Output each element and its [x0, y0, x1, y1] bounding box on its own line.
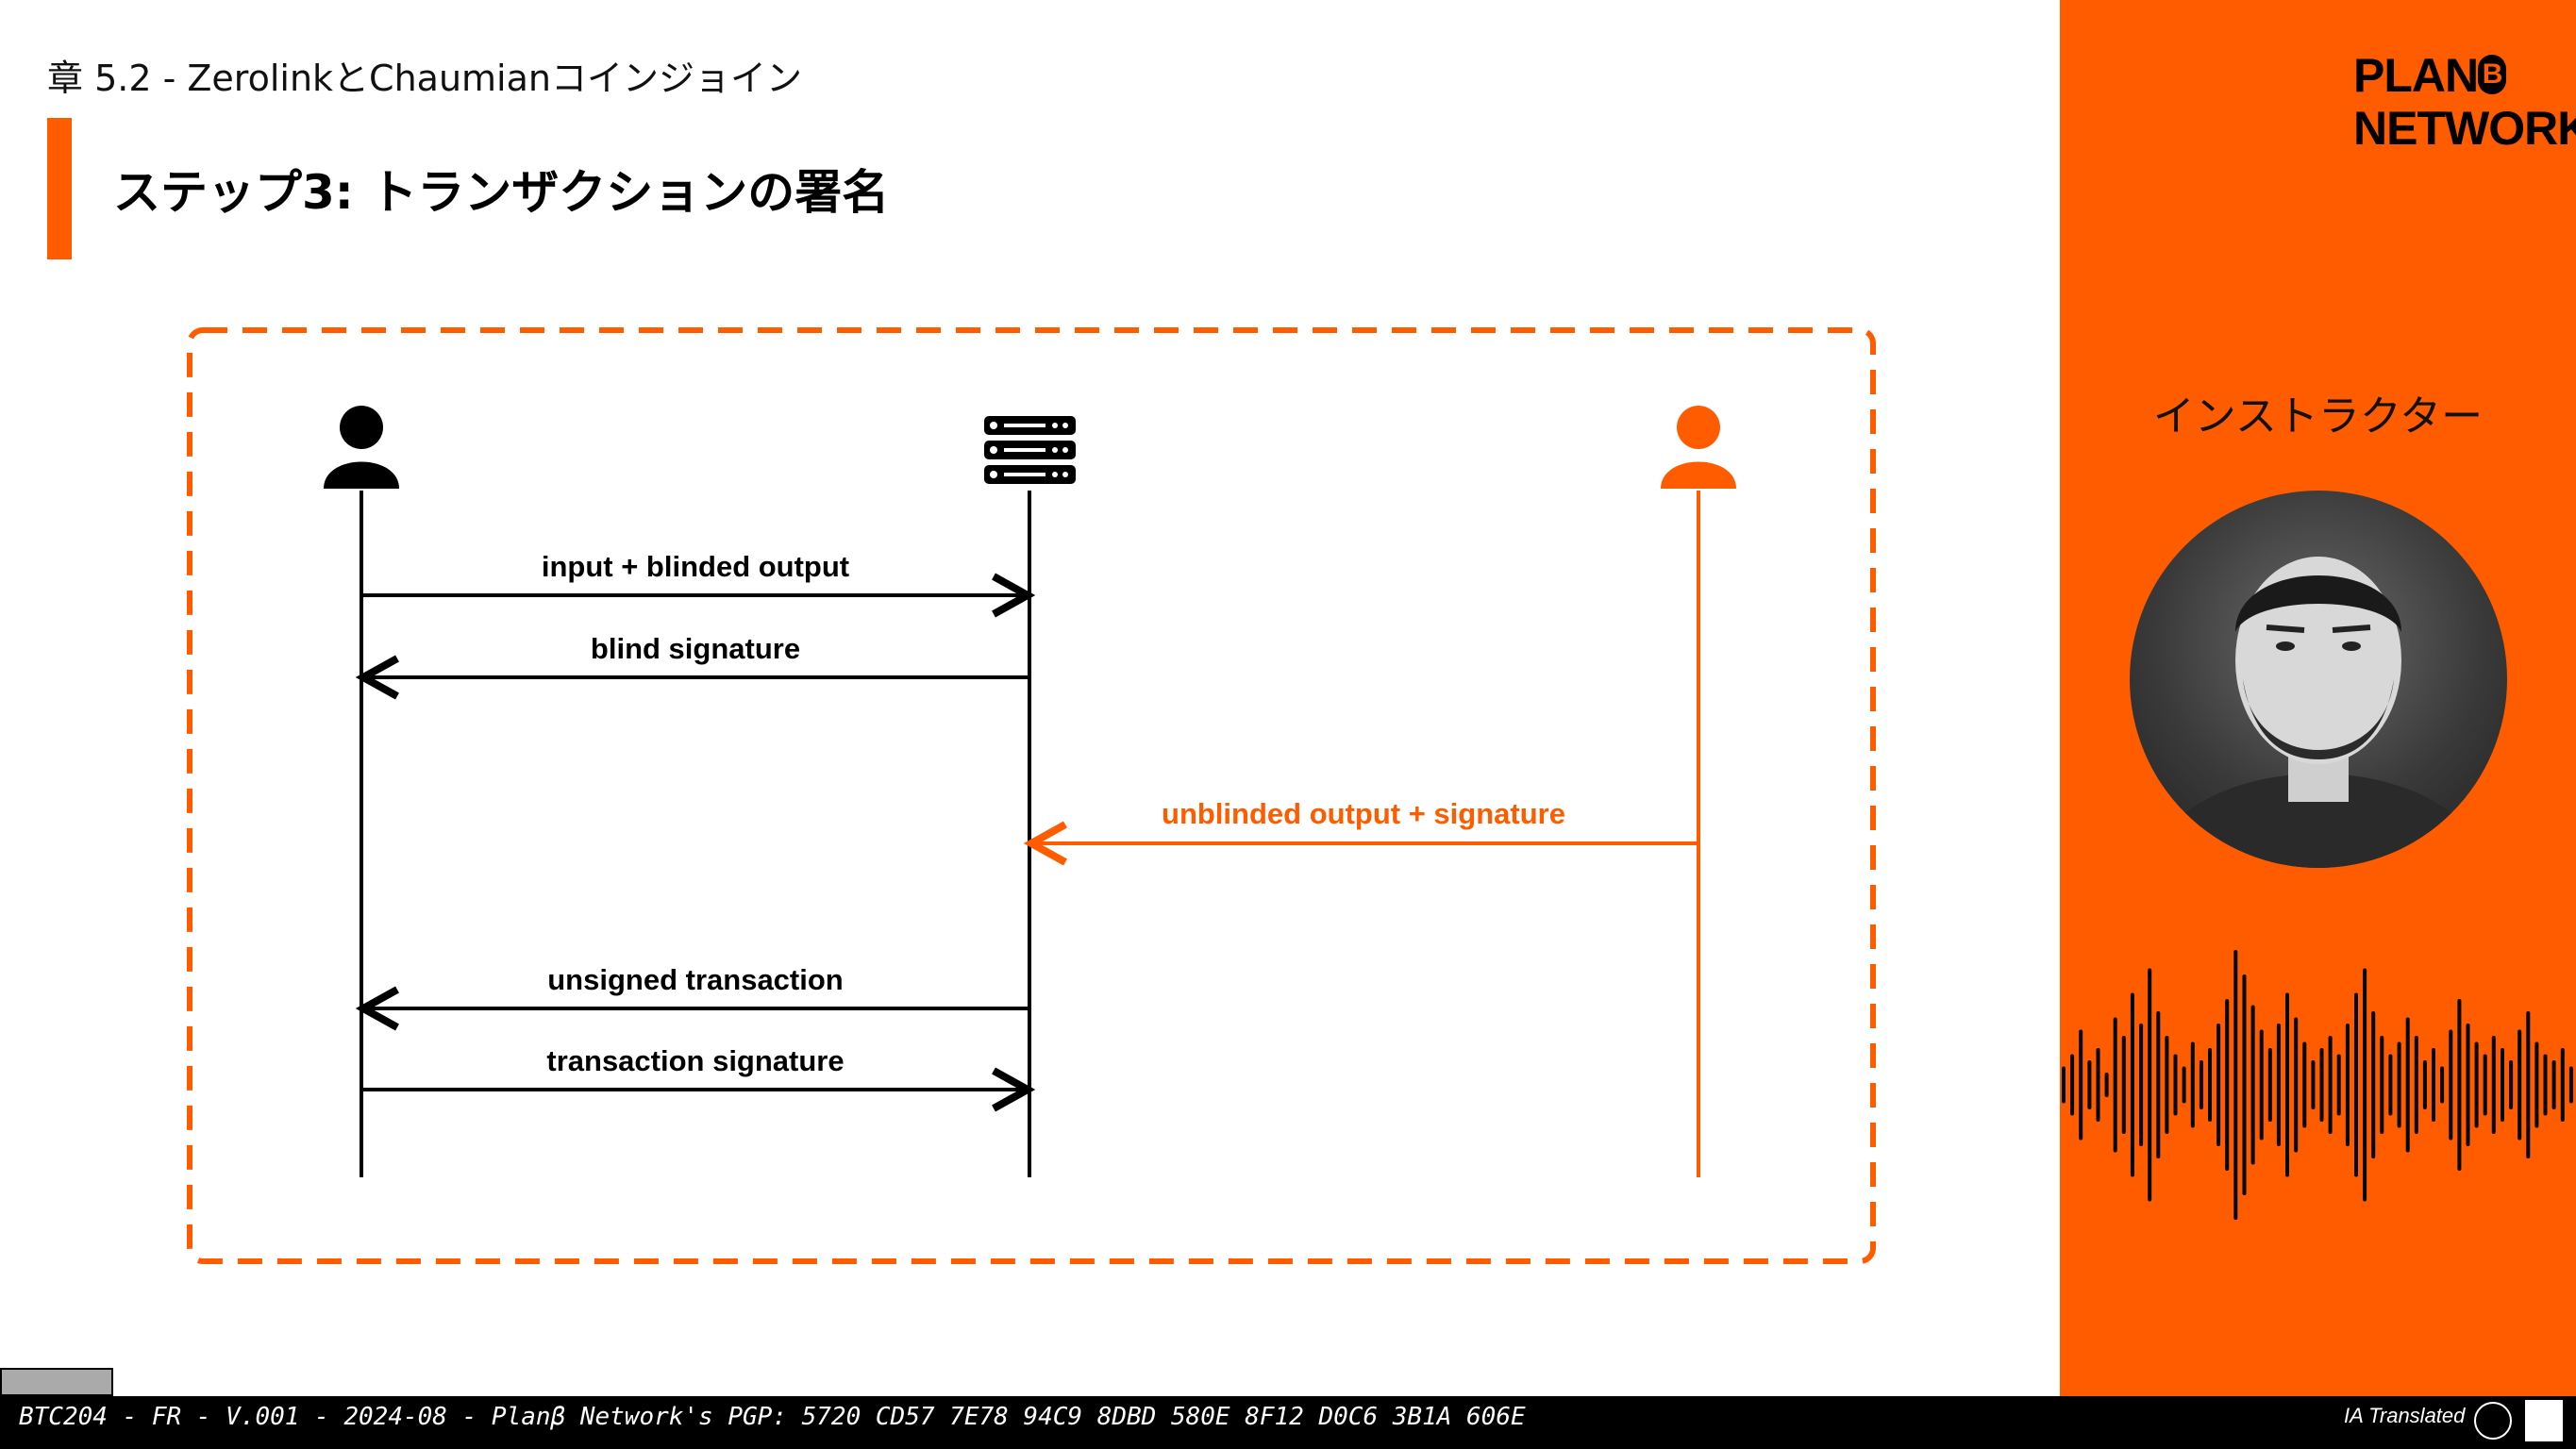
- waveform-bar: [2568, 1066, 2573, 1104]
- ia-translated-label: IA Translated: [2344, 1404, 2466, 1427]
- lab-logo-icon: [2525, 1400, 2563, 1441]
- waveform-bar: [2225, 999, 2230, 1171]
- waveform-bar: [2276, 1024, 2281, 1146]
- waveform-bar: [2328, 1036, 2333, 1134]
- waveform-bar: [2363, 968, 2367, 1202]
- waveform-bar: [2319, 1048, 2324, 1122]
- instructor-label: インストラクター: [2152, 392, 2484, 441]
- waveform-bar: [2543, 1054, 2548, 1116]
- waveform-bar: [2371, 1011, 2376, 1158]
- waveform-bar: [2440, 1066, 2445, 1104]
- message-label: input + blinded output: [542, 550, 849, 583]
- waveform-bar: [2121, 1036, 2126, 1134]
- waveform-bar: [2501, 1048, 2504, 1122]
- waveform-bar: [2474, 1041, 2479, 1128]
- waveform-bar: [2165, 1036, 2169, 1134]
- waveform-bar: [2509, 1060, 2514, 1109]
- message-label: unsigned transaction: [547, 963, 843, 996]
- waveform-bar: [2173, 1054, 2178, 1116]
- slide-title: ステップ3: トランザクションの署名: [113, 165, 890, 220]
- waveform-bar: [2285, 992, 2289, 1177]
- audio-waveform-icon: [2062, 950, 2573, 1220]
- waveform-bar: [2294, 1017, 2299, 1153]
- footer-bar: [0, 1396, 2576, 1449]
- waveform-bar: [2336, 1054, 2341, 1116]
- waveform-bar: [2087, 1060, 2092, 1109]
- waveform-bar: [2397, 1041, 2401, 1128]
- waveform-bar: [2534, 1041, 2539, 1128]
- waveform-bar: [2130, 992, 2134, 1177]
- server-icon: [984, 416, 1076, 484]
- waveform-bar: [2208, 1048, 2212, 1122]
- waveform-bar: [2517, 1029, 2522, 1141]
- instructor-portrait: [2130, 491, 2507, 868]
- waveform-bar: [2259, 1029, 2264, 1141]
- waveform-bar: [2062, 1066, 2066, 1104]
- message-label: transaction signature: [546, 1044, 844, 1077]
- waveform-bar: [2483, 1054, 2487, 1116]
- waveform-bar: [2302, 1041, 2307, 1128]
- waveform-bar: [2551, 1060, 2556, 1109]
- waveform-bar: [2422, 1060, 2427, 1109]
- cc-by-sa-icon: [0, 1368, 113, 1396]
- waveform-bar: [2380, 1036, 2384, 1134]
- waveform-bar: [2466, 1024, 2470, 1146]
- waveform-bar: [2079, 1029, 2083, 1141]
- waveform-bar: [2560, 1048, 2565, 1122]
- waveform-bar: [2449, 1029, 2453, 1141]
- waveform-bar: [2242, 974, 2247, 1195]
- waveform-bar: [2190, 1041, 2195, 1128]
- user-icon: [324, 406, 399, 489]
- waveform-bar: [2096, 1048, 2100, 1122]
- waveform-bar: [2267, 1048, 2272, 1122]
- diagram-frame: [187, 327, 1876, 1264]
- openai-icon: [2474, 1402, 2512, 1440]
- chapter-heading: 章 5.2 - ZerolinkとChaumianコインジョイン: [47, 58, 802, 99]
- waveform-bar: [2526, 1011, 2531, 1158]
- waveform-bar: [2345, 1024, 2350, 1146]
- waveform-bar: [2233, 950, 2238, 1220]
- waveform-bar: [2414, 1036, 2418, 1134]
- waveform-bar: [2156, 1011, 2161, 1158]
- slide-main: 章 5.2 - ZerolinkとChaumianコインジョイン ステップ3: …: [47, 58, 1876, 1264]
- waveform-bar: [2199, 1060, 2203, 1109]
- waveform-bar: [2139, 1024, 2144, 1146]
- waveform-bar: [2432, 1048, 2435, 1122]
- waveform-bar: [2216, 1024, 2221, 1146]
- waveform-bar: [2113, 1017, 2117, 1153]
- sequence-diagram: input + blinded output blind signature u…: [187, 327, 1876, 1264]
- message-label: unblinded output + signature: [1162, 797, 1565, 830]
- waveform-bar: [2070, 1054, 2075, 1116]
- title-accent-bar: [47, 118, 72, 259]
- waveform-bar: [2250, 1005, 2255, 1165]
- footer-pgp-text: BTC204 - FR - V.001 - 2024-08 - Planβ Ne…: [19, 1403, 1526, 1431]
- waveform-bar: [2104, 1073, 2109, 1097]
- user-new-identity-icon: [1661, 406, 1736, 489]
- waveform-bar: [2491, 1036, 2496, 1134]
- waveform-bar: [2148, 968, 2152, 1202]
- waveform-bar: [2457, 999, 2462, 1171]
- waveform-bar: [2388, 1054, 2393, 1116]
- waveform-bar: [2182, 1066, 2186, 1104]
- waveform-bar: [2311, 1060, 2316, 1109]
- waveform-bar: [2405, 1017, 2410, 1153]
- waveform-bar: [2354, 992, 2358, 1177]
- message-label: blind signature: [591, 632, 800, 665]
